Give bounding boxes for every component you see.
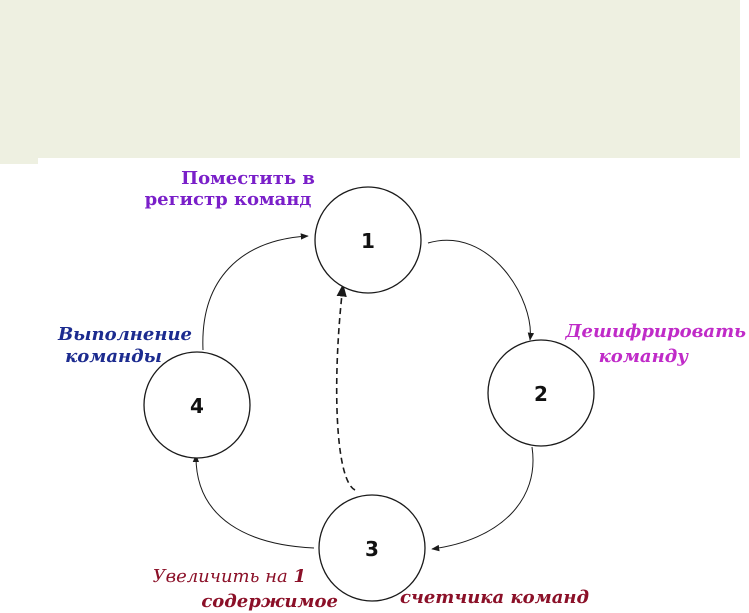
arrow-1-to-2 bbox=[427, 240, 535, 341]
node-4-label: 4 bbox=[190, 394, 204, 418]
arrow-2-to-3 bbox=[431, 446, 534, 552]
node-2-label: 2 bbox=[534, 382, 548, 406]
arrow-3-to-4 bbox=[192, 454, 315, 549]
header-banner bbox=[0, 0, 740, 158]
execute-label-line2: команды bbox=[65, 346, 162, 367]
increment-label-line1: Увеличить на 1 bbox=[153, 566, 306, 587]
node-2: 2 bbox=[487, 339, 595, 447]
fetch-label-line2: регистр команд bbox=[145, 189, 312, 210]
increment-label-line2: содержимое bbox=[201, 591, 338, 612]
decode-label-line1: Дешифрировать bbox=[565, 321, 747, 342]
decode-label-line2: команду bbox=[599, 346, 690, 367]
node-1-label: 1 bbox=[361, 229, 375, 253]
node-1: 1 bbox=[314, 186, 422, 294]
node-3-label: 3 bbox=[365, 537, 379, 561]
header-banner-notch bbox=[0, 158, 38, 164]
node-3: 3 bbox=[318, 494, 426, 602]
increment-label-part1: Увеличить на bbox=[153, 566, 294, 587]
execute-label-line1: Выполнение bbox=[57, 324, 192, 345]
increment-label-part2: 1 bbox=[293, 566, 306, 587]
arrow-3-to-1-dashed bbox=[335, 283, 356, 491]
arrow-4-to-1 bbox=[202, 233, 309, 351]
increment-label-line2b: счетчика команд bbox=[400, 587, 589, 608]
node-4: 4 bbox=[143, 351, 251, 459]
fetch-label-line1: Поместить в bbox=[181, 168, 315, 189]
